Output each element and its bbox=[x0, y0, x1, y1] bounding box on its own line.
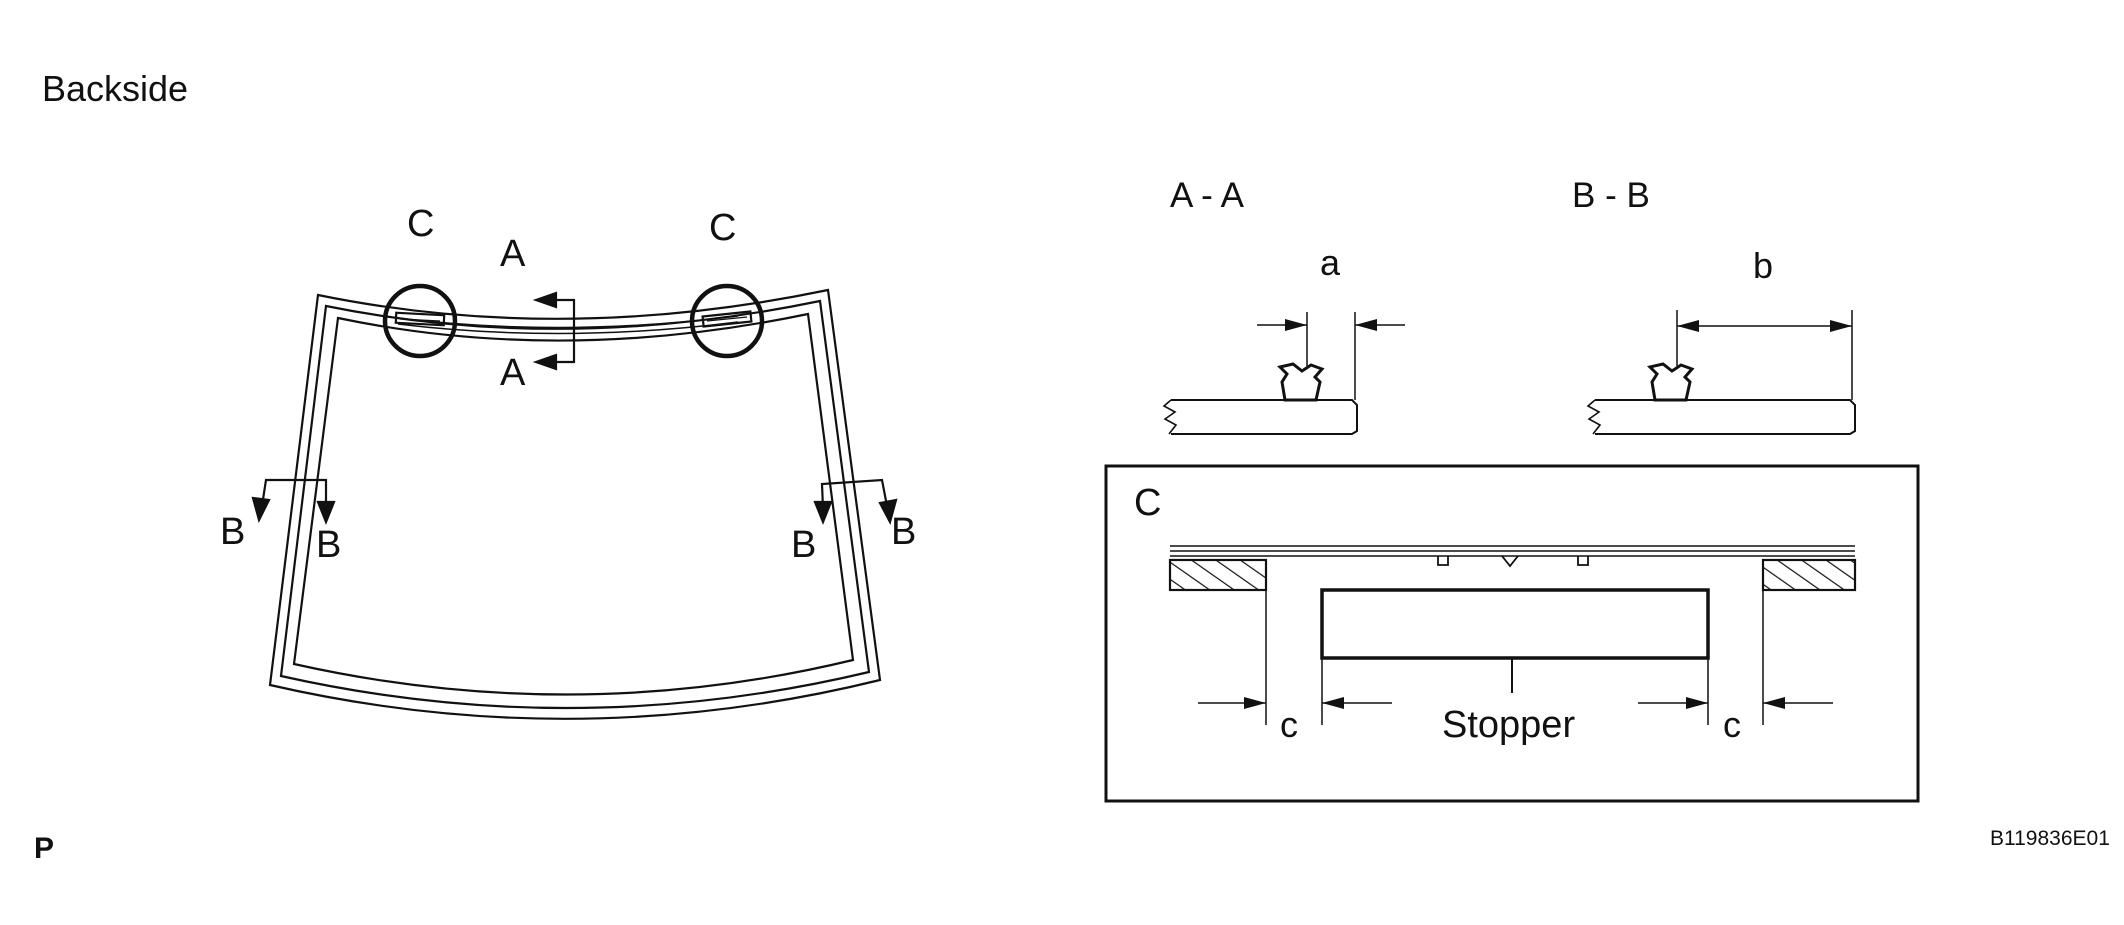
section-aa-title: A - A bbox=[1170, 176, 1245, 215]
section-b-label-right-1: B bbox=[791, 524, 816, 566]
section-b-label-left-1: B bbox=[220, 511, 245, 553]
hatched-block-right bbox=[1761, 558, 1857, 592]
stopper-label: Stopper bbox=[1442, 704, 1575, 746]
figure-code: B119836E01 bbox=[1990, 827, 2110, 850]
section-bb-title: B - B bbox=[1572, 176, 1650, 215]
section-a-label-top: A bbox=[500, 233, 526, 275]
page-title: Backside bbox=[42, 68, 188, 109]
section-b-label-right-2: B bbox=[891, 511, 916, 553]
section-b-label-left-2: B bbox=[316, 524, 341, 566]
callout-circle-left bbox=[382, 283, 458, 359]
windshield-glass bbox=[268, 288, 882, 720]
dimension-label-c-left: c bbox=[1280, 704, 1298, 745]
stopper-body bbox=[1320, 588, 1710, 660]
detail-c-drawing bbox=[1168, 545, 1857, 725]
detail-c-frame bbox=[1104, 464, 1920, 803]
callout-label-right: C bbox=[709, 207, 736, 249]
section-b-cut-marker-right bbox=[813, 478, 898, 525]
section-a-cut-marker bbox=[532, 291, 576, 371]
section-b-cut-marker-left bbox=[251, 478, 336, 525]
section-bb-drawing bbox=[1586, 310, 1856, 435]
dimension-label-b: b bbox=[1753, 245, 1773, 286]
callout-label-left: C bbox=[407, 203, 434, 245]
detail-c-title: C bbox=[1134, 482, 1161, 524]
dimension-label-c-right: c bbox=[1723, 704, 1741, 745]
dimension-label-a: a bbox=[1320, 242, 1341, 283]
section-aa-drawing bbox=[1162, 312, 1405, 435]
hatched-block-left bbox=[1168, 558, 1268, 592]
section-a-label-bottom: A bbox=[500, 352, 526, 394]
callout-circle-right bbox=[689, 283, 765, 359]
page-mark: P bbox=[34, 832, 54, 865]
